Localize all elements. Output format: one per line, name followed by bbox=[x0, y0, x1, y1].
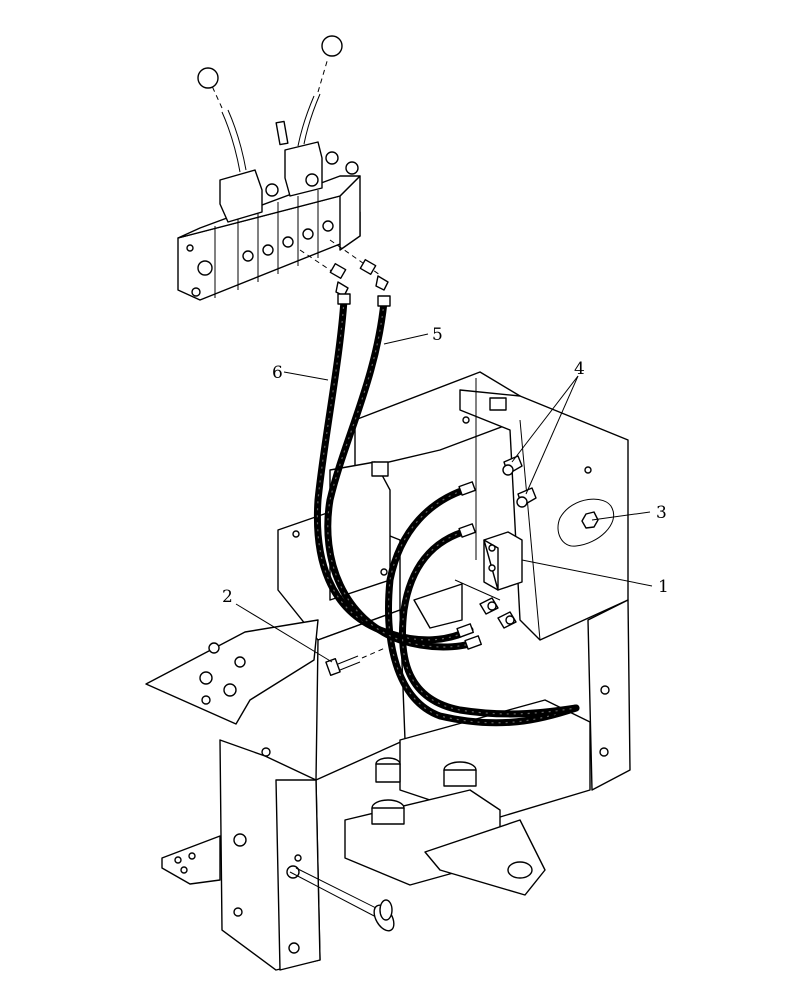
hydraulic-hose-6 bbox=[313, 296, 580, 727]
callout-6: 6 bbox=[272, 363, 283, 383]
callout-4: 4 bbox=[574, 359, 585, 379]
bolt bbox=[325, 647, 386, 676]
hydraulic-hose-5 bbox=[324, 298, 580, 718]
callout-5: 5 bbox=[432, 325, 443, 345]
joystick-lever-right bbox=[275, 35, 343, 147]
frame bbox=[145, 371, 631, 971]
joystick-lever-left bbox=[197, 67, 247, 173]
elbow-fitting bbox=[479, 455, 537, 629]
callout-2: 2 bbox=[222, 587, 233, 607]
callout-1: 1 bbox=[658, 577, 669, 597]
valve-block bbox=[483, 531, 523, 591]
callout-3: 3 bbox=[656, 503, 667, 523]
nut bbox=[557, 498, 615, 547]
control-valve bbox=[177, 35, 389, 301]
pin bbox=[289, 867, 395, 932]
callout-leaders bbox=[235, 333, 653, 663]
